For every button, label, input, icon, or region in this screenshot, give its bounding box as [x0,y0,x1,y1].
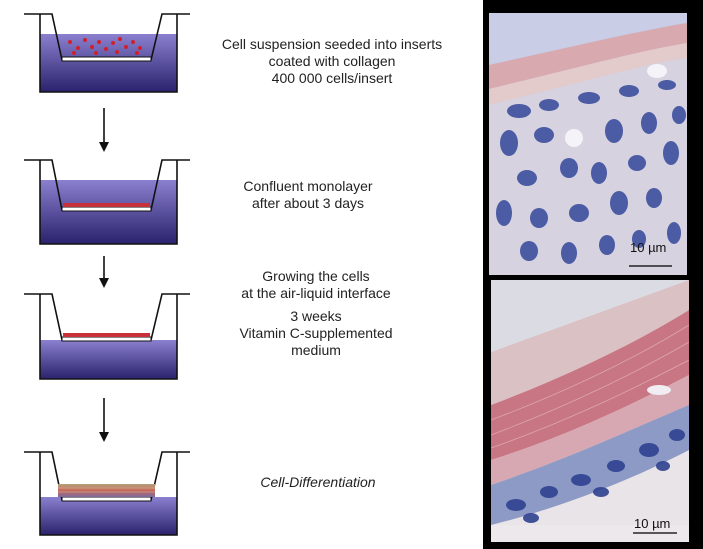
arrow-down-icon [99,108,109,152]
step-text-line: at the air-liquid interface [241,285,391,301]
cell-nuclei [496,80,686,264]
step-text-line: Cell suspension seeded into inserts [221,36,443,52]
well-seeding [24,13,190,93]
vacuole [647,385,671,395]
step-1-description: Cell suspension seeded into inserts coat… [202,36,462,87]
cell-layer [63,333,150,337]
micrograph-bottom [491,280,689,542]
scale-bar-label: 10 µm [630,240,667,255]
step-text-line: medium [291,342,341,358]
seeded-cells [68,37,142,55]
step-3-description: Growing the cells at the air-liquid inte… [186,268,446,359]
step-2-description: Confluent monolayer after about 3 days [178,178,438,212]
step-text-line: Confluent monolayer [243,178,373,194]
step-text-line: Vitamin C-supplemented [239,325,393,341]
step-text-line: 400 000 cells/insert [271,70,393,86]
multilayer-tissue [58,484,155,497]
well-monolayer [24,159,190,245]
step-text-line: 3 weeks [290,308,342,324]
arrow-down-icon [99,398,109,442]
arrow-down-icon [99,256,109,288]
step-text-line: coated with collagen [268,53,396,69]
step-text-line: Cell-Differentiation [260,474,376,490]
micrograph-top [489,13,687,275]
well-air-liquid-interface [24,293,190,380]
step-text-line: after about 3 days [251,195,365,211]
well-differentiation [24,451,190,536]
cell-nuclei [506,429,685,523]
scale-bar-label: 10 µm [634,516,671,531]
step-text-line: Growing the cells [262,268,370,284]
cell-monolayer [63,203,150,207]
vacuoles [565,64,667,147]
step-4-description: Cell-Differentiation [188,474,448,491]
